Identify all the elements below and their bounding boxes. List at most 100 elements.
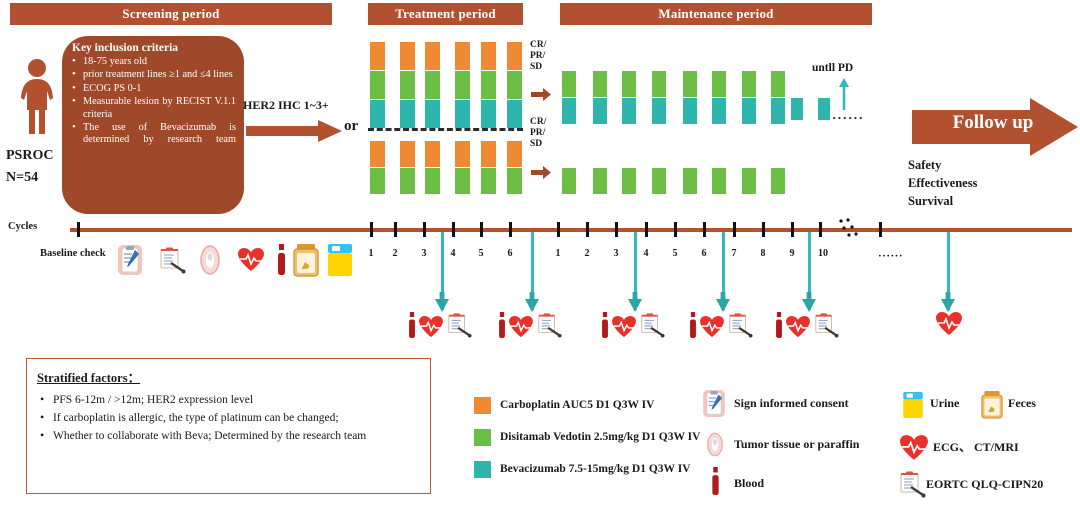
legend-blood-icon [711,467,720,495]
treatment-bar-disitamab [370,168,385,194]
treatment-bar-carboplatin [455,42,470,70]
cycle-number: 10 [818,248,828,259]
treatment-bar-disitamab [481,71,496,99]
assessment-arrow-icon [524,292,540,312]
cycle-number: 5 [478,248,484,259]
timeline-tick [370,222,373,237]
randomization-arrow-icon [246,120,342,142]
cycle-number: 1 [368,248,374,259]
treatment-bar-carboplatin [507,42,522,70]
timeline-tick [762,222,765,237]
eortc-qlq-cipn20-icon [446,312,472,338]
maintenance-bar-disitamab [593,168,607,194]
criteria-item: prior treatment lines ≥1 and ≤4 lines [70,68,236,81]
legend-label-urine: Urine [930,396,960,410]
cycle-number: 3 [613,248,619,259]
maintenance-continuation-dots: ······ [832,110,865,125]
timeline-tick [615,222,618,237]
inclusion-criteria-title: Key inclusion criteria [72,42,179,54]
stratified-factors-list: PFS 6-12m / >12m; HER2 expression level … [37,391,420,444]
legend-sign-informed-consent-icon [703,390,725,417]
inclusion-criteria-box: Key inclusion criteria 18-75 years old p… [62,36,244,214]
cycle-number: 3 [421,248,427,259]
timeline-tick [452,222,455,237]
ecg-ctmri-icon [509,316,533,338]
treatment-bar-disitamab [455,168,470,194]
treatment-bar-carboplatin [455,141,470,167]
timeline-continuation-dots: ······ [878,250,904,262]
treatment-bar-disitamab [455,71,470,99]
treatment-bar-carboplatin [507,141,522,167]
feces-icon [293,244,319,277]
legend-swatch-disitamab [474,429,491,446]
timeline-tick [645,222,648,237]
treatment-bar-bevacizumab [481,100,496,128]
maintenance-bar-disitamab [683,168,697,194]
stratified-factors-box: Stratified factors： PFS 6-12m / >12m; HE… [26,358,431,494]
blood-icon [498,312,506,338]
assessment-arrow-icon [715,292,731,312]
treatment-bar-bevacizumab [507,100,522,128]
population-label: PSROC [6,148,54,163]
her2-ihc-label: HER2 IHC 1~3+ [243,98,329,112]
timeline-tick [819,222,822,237]
until-pd-arrow-icon [838,78,850,110]
follow-up-outcome: Effectiveness [908,176,978,190]
follow-up-title: Follow up [952,112,1034,133]
assessment-arrow-icon [801,292,817,312]
response-criteria-cohort-b: CR/ PR/ SD [530,117,546,150]
response-line: CR/ [530,40,547,50]
legend-eortc-qlq-cipn20-icon [898,470,926,498]
assessment-group [936,312,962,336]
inclusion-criteria-list: 18-75 years old prior treatment lines ≥1… [70,55,236,147]
cycle-number: 6 [701,248,707,259]
cycle-number: 2 [584,248,590,259]
ecg-ctmri-icon [612,316,636,338]
legend-label-ecg-ctmri: ECG、 CT/MRI [933,440,1019,454]
maintenance-bar-bevacizumab [742,98,756,124]
legend-label-tumor-tissue: Tumor tissue or paraffin [734,437,860,451]
assessment-marker-line [634,232,637,310]
follow-up-outcome: Survival [908,194,954,208]
timeline-tick [791,222,794,237]
maintenance-bar-disitamab [652,168,666,194]
eortc-qlq-cipn20-icon [158,246,186,274]
maintenance-bar-disitamab [683,71,697,97]
legend-label-sign-informed-consent: Sign informed consent [734,396,849,410]
criteria-item: ECOG PS 0-1 [70,82,236,95]
cycle-number: 6 [507,248,513,259]
response-criteria-cohort-a: CR/ PR/ SD [530,40,546,73]
urine-icon [327,244,353,276]
banner-treatment-period: Treatment period [368,3,523,25]
eortc-qlq-cipn20-icon [727,312,753,338]
patient-figure-icon [14,58,60,136]
response-line: SD [530,139,543,149]
treatment-bar-bevacizumab [370,100,385,128]
timeline-tick [557,222,560,237]
assessment-marker-line [531,232,534,310]
criteria-item: The use of Bevacizumab is determined by … [70,121,236,147]
treatment-bar-bevacizumab [425,100,440,128]
cycle-number: 4 [450,248,456,259]
treatment-bar-disitamab [400,168,415,194]
maintenance-bar-disitamab [562,168,576,194]
response-line: CR/ [530,117,547,127]
assessment-marker-line [947,232,950,310]
baseline-check-label: Baseline check [40,248,106,259]
timeline-break-dots-icon [838,218,860,238]
treatment-bar-carboplatin [425,141,440,167]
assessment-arrow-icon [940,292,956,312]
treatment-bar-disitamab [425,71,440,99]
ecg-ctmri-icon [700,316,724,338]
treatment-bar-bevacizumab [400,100,415,128]
treatment-bar-bevacizumab [455,100,470,128]
maintenance-bar-disitamab [771,168,785,194]
treatment-bar-carboplatin [400,42,415,70]
or-label: or [344,118,359,134]
maintenance-bar-bevacizumab [562,98,576,124]
treatment-bar-carboplatin [400,141,415,167]
ecg-ctmri-icon [419,316,443,338]
follow-up-arrow-icon [912,98,1078,156]
legend-label-disitamab: Disitamab Vedotin 2.5mg/kg D1 Q3W IV [500,431,701,443]
assessment-marker-line [441,232,444,310]
